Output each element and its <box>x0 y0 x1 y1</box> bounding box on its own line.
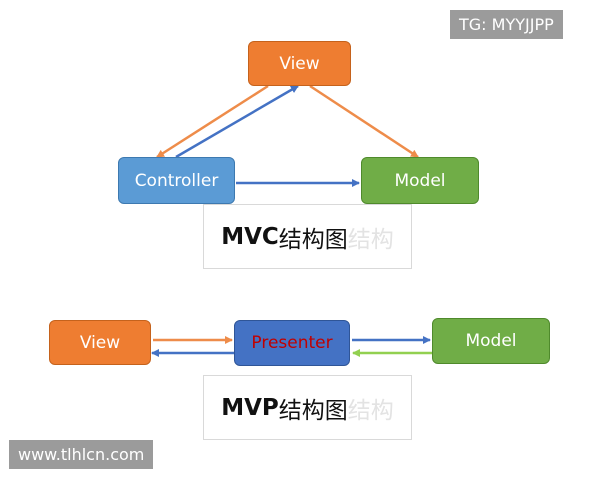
arrow-controller-to-view <box>175 84 299 159</box>
mvc-model-label: Model <box>394 170 446 191</box>
mvc-caption-text: 结构图 <box>278 226 348 253</box>
watermark-website: www.tlhlcn.com <box>9 440 154 469</box>
mvp-presenter-label: Presenter <box>251 333 333 353</box>
mvc-caption-ghost: 结构 <box>347 226 394 253</box>
mvp-caption-abbr: MVP <box>221 394 279 421</box>
mvp-caption-text: 结构图 <box>278 397 348 424</box>
mvc-controller-node: Controller <box>118 157 235 204</box>
mvc-model-node: Model <box>361 157 479 204</box>
mvp-model-node: Model <box>432 318 550 364</box>
mvc-caption-abbr: MVC <box>221 223 279 250</box>
watermark-telegram: TG: MYYJJPP <box>450 10 563 39</box>
mvp-caption-ghost: 结构 <box>347 397 394 424</box>
mvp-view-node: View <box>49 320 151 365</box>
arrow-view-to-controller <box>156 84 269 159</box>
mvp-presenter-node: Presenter <box>234 320 350 366</box>
mvp-view-label: View <box>79 332 121 353</box>
mvc-view-node: View <box>248 41 351 86</box>
arrow-view-to-model <box>309 84 419 159</box>
mvp-model-label: Model <box>465 331 517 351</box>
mvc-controller-label: Controller <box>134 170 219 191</box>
mvc-view-label: View <box>279 53 320 74</box>
